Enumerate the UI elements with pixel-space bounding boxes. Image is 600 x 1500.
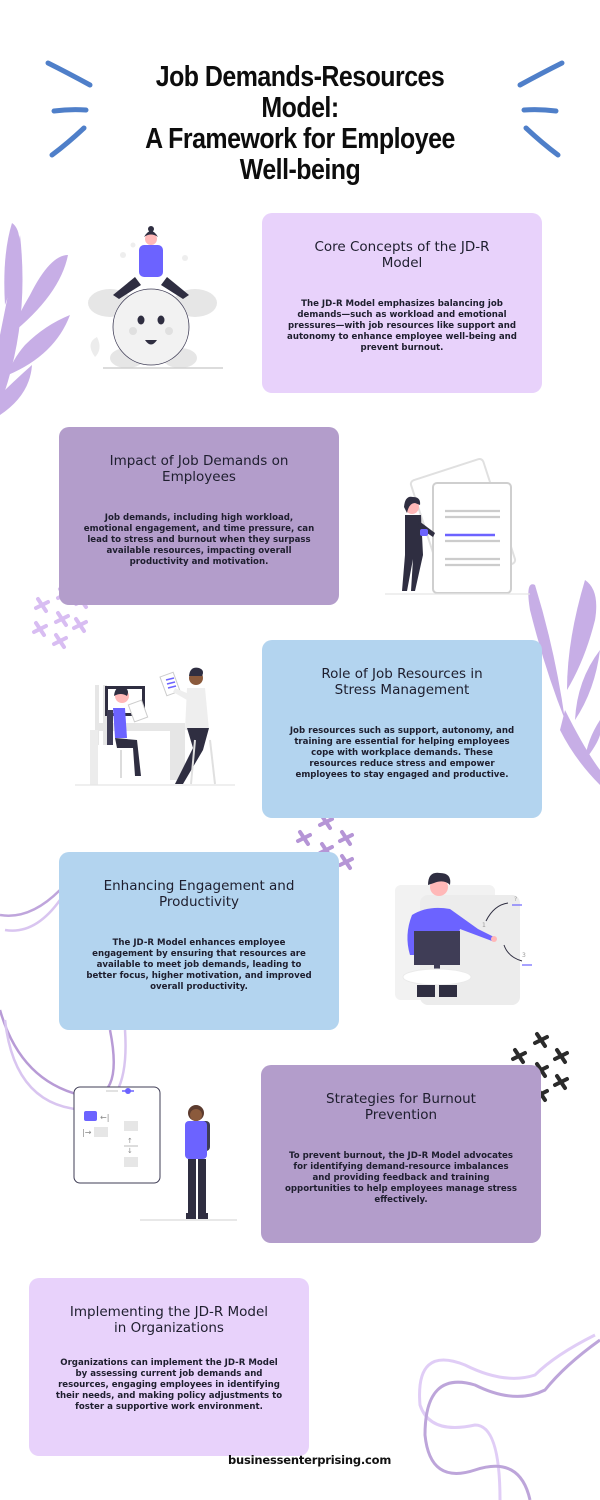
svg-text:3: 3 <box>522 952 526 959</box>
section-card-enhancing-engagement: Enhancing Engagement and Productivity Th… <box>59 852 339 1030</box>
section-body: Job demands, including high workload, em… <box>83 513 315 567</box>
svg-text:↑: ↑ <box>127 1137 133 1145</box>
source-footer: businessenterprising.com <box>228 1453 392 1467</box>
svg-text:?: ? <box>514 896 517 903</box>
section-body: The JD-R Model enhances employee engagem… <box>86 938 312 992</box>
section-title: Impact of Job Demands on Employees <box>109 453 289 485</box>
person-on-ball-illustration <box>88 226 223 369</box>
burst-lines-left-icon <box>45 60 93 158</box>
section-title: Implementing the JD-R Model in Organizat… <box>69 1304 269 1336</box>
woman-layout-illustration: ←| |→ ↑ ↓ <box>73 1086 237 1221</box>
coworkers-illustration <box>75 667 235 786</box>
svg-text:|→: |→ <box>82 1128 92 1137</box>
section-card-impact-of-job-demands: Impact of Job Demands on Employees Job d… <box>59 427 339 605</box>
section-card-role-of-job-resources: Role of Job Resources in Stress Manageme… <box>262 640 542 818</box>
svg-text:↓: ↓ <box>127 1147 133 1155</box>
section-card-burnout-prevention: Strategies for Burnout Prevention To pre… <box>261 1065 541 1243</box>
section-card-core-concepts: Core Concepts of the JD-R Model The JD-R… <box>262 213 542 393</box>
svg-text:1: 1 <box>482 922 486 929</box>
section-card-implementing-jdr: Implementing the JD-R Model in Organizat… <box>29 1278 309 1456</box>
section-title: Enhancing Engagement and Productivity <box>103 878 295 910</box>
section-title: Core Concepts of the JD-R Model <box>314 239 490 271</box>
section-body: Job resources such as support, autonomy,… <box>289 726 515 780</box>
burst-lines-right-icon <box>517 60 565 158</box>
man-presenting-illustration: 1 ? 3 <box>395 872 532 1005</box>
section-title: Strategies for Burnout Prevention <box>326 1091 476 1123</box>
svg-text:←|: ←| <box>100 1113 109 1122</box>
swirl-lines-bottom-right-icon <box>418 1333 600 1500</box>
section-body: To prevent burnout, the JD-R Model advoc… <box>285 1151 517 1205</box>
woman-document-illustration <box>385 457 530 595</box>
section-body: The JD-R Model emphasizes balancing job … <box>287 299 517 353</box>
section-title: Role of Job Resources in Stress Manageme… <box>321 666 483 698</box>
page-title: Job Demands-Resources Model: A Framework… <box>145 61 455 186</box>
section-body: Organizations can implement the JD-R Mod… <box>55 1358 283 1412</box>
leaf-branch-left-icon <box>0 223 70 415</box>
